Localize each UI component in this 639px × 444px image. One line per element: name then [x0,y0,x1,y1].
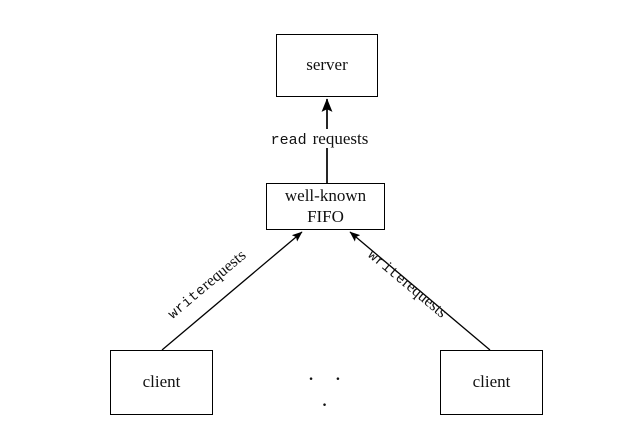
well-known-fifo-node: well-known FIFO [266,183,385,230]
client-left-node: client [110,350,213,415]
client-right-label: client [472,372,511,392]
client-right-node: client [440,350,543,415]
client-left-label: client [142,372,181,392]
fifo-label-line2: FIFO [307,206,344,226]
edge-client-left-to-fifo [161,231,303,351]
server-node: server [276,34,378,97]
clients-ellipsis: · · · [307,366,349,417]
edge-client-right-to-fifo [349,231,491,351]
server-label: server [306,55,348,75]
fifo-label-line1: well-known [284,186,367,206]
